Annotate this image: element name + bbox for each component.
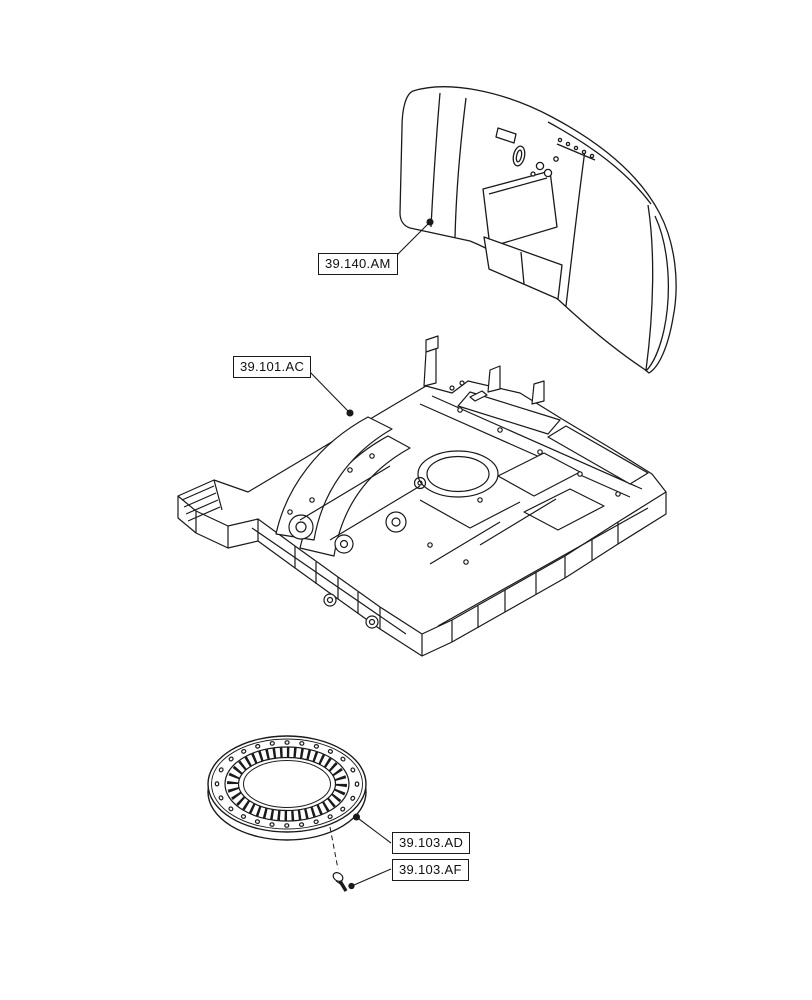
leader-dot-frame xyxy=(346,409,354,417)
slewing-ring-drawing xyxy=(207,735,367,841)
upper-frame-drawing xyxy=(177,335,667,657)
callout-counterweight[interactable]: 39.140.AM xyxy=(318,253,398,275)
callout-mount-bolt[interactable]: 39.103.AF xyxy=(392,859,469,881)
swing-bearing-mount xyxy=(417,450,499,498)
leader-dot-ring xyxy=(352,813,361,821)
counterweight-recess-panel xyxy=(482,170,558,248)
counterweight-outline xyxy=(399,86,677,374)
leader-line-ring xyxy=(358,818,392,844)
ring-gear-teeth xyxy=(227,747,347,821)
frame-step-ladder xyxy=(181,479,223,522)
leader-dot-counterweight xyxy=(426,218,434,226)
callout-slewing-ring[interactable]: 39.103.AD xyxy=(392,832,471,854)
mount-bolt-drawing xyxy=(329,826,348,892)
leader-line-frame xyxy=(306,368,349,412)
leader-line-bolt xyxy=(353,868,392,886)
callout-upper-frame[interactable]: 39.101.AC xyxy=(233,356,312,378)
frame-deck-outline xyxy=(177,380,667,635)
counterweight-drawing xyxy=(399,86,677,374)
leader-dot-bolt xyxy=(348,882,355,890)
bolt-head xyxy=(332,872,344,882)
bolt-axis-centerline xyxy=(329,826,339,870)
